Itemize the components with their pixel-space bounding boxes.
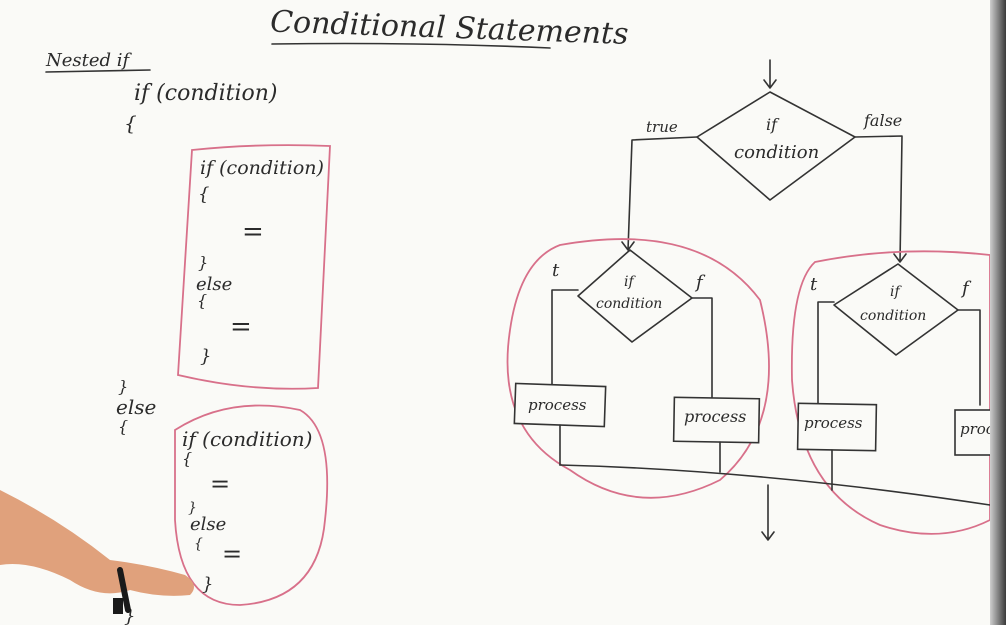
process-box-2 (672, 396, 761, 444)
code-inner-statements: = (242, 217, 264, 247)
code-inner-open-brace: { (198, 184, 209, 205)
section-heading: Nested if (45, 50, 133, 71)
code-outer-open-brace: { (124, 111, 137, 135)
left-f-label: f (694, 272, 706, 293)
left-decision-diamond (577, 249, 693, 343)
code-inner-else-close-brace: } (200, 346, 211, 367)
code-else-if-statements: = (210, 470, 230, 498)
left-nested-highlight (506, 238, 770, 499)
code-outer-if: if (condition) (134, 81, 277, 106)
true-branch-line (621, 136, 698, 251)
right-nested-highlight (790, 250, 991, 535)
true-branch-label: true (646, 118, 678, 136)
presenter-hand (0, 490, 194, 614)
top-decision-line1: if (766, 115, 780, 134)
left-decision-line1: if (624, 274, 636, 290)
code-inner-else: else (196, 274, 232, 295)
left-t-label: t (552, 260, 560, 281)
code-inner-else-statements: = (230, 312, 252, 342)
flow-exit-arrow (761, 484, 775, 541)
code-else-if-else-statements: = (222, 540, 242, 568)
code-outer-else-close-brace: } (124, 606, 135, 625)
false-branch-label: false (863, 111, 902, 130)
title-underline (271, 42, 551, 49)
process-box-1-label: process (528, 396, 587, 414)
screen-edge-shadow (990, 0, 1006, 625)
process-box-2-label: process (684, 407, 746, 426)
process-box-3-label: process (804, 414, 863, 432)
code-inner-else-open-brace: { (197, 291, 207, 310)
right-decision-diamond (833, 263, 959, 356)
code-outer-close-brace: } (118, 377, 128, 396)
code-outer-else-open-brace: { (118, 417, 128, 436)
merge-line (559, 464, 991, 506)
left-decision-line2: condition (596, 296, 662, 312)
code-else-if-close-brace: } (188, 500, 197, 516)
code-outer-else: else (116, 395, 156, 419)
right-false-line (957, 309, 981, 406)
left-true-line (551, 289, 579, 386)
code-inner-if: if (condition) (200, 157, 324, 179)
right-true-line (817, 301, 835, 406)
right-decision-line2: condition (860, 308, 926, 324)
code-else-if-open-brace: { (182, 449, 192, 468)
else-if-highlight-ellipse (174, 404, 329, 606)
code-else-if-close-brace-2: } (202, 574, 213, 595)
top-decision-line2: condition (734, 142, 819, 163)
left-false-line (691, 297, 713, 399)
code-else-if-else-open-brace: { (194, 536, 203, 552)
right-decision-line1: if (890, 284, 902, 300)
right-t-label: t (810, 274, 818, 295)
process-box-3 (796, 402, 878, 452)
false-branch-line (854, 135, 907, 263)
top-decision-diamond (696, 91, 856, 201)
flow-entry-arrow (763, 59, 777, 89)
inner-if-highlight-box (177, 144, 331, 390)
code-else-if: if (condition) (182, 427, 312, 451)
code-inner-close-brace: } (198, 253, 208, 272)
code-else-if-else: else (190, 514, 226, 535)
right-f-label: f (960, 278, 972, 299)
heading-underline (45, 69, 151, 73)
